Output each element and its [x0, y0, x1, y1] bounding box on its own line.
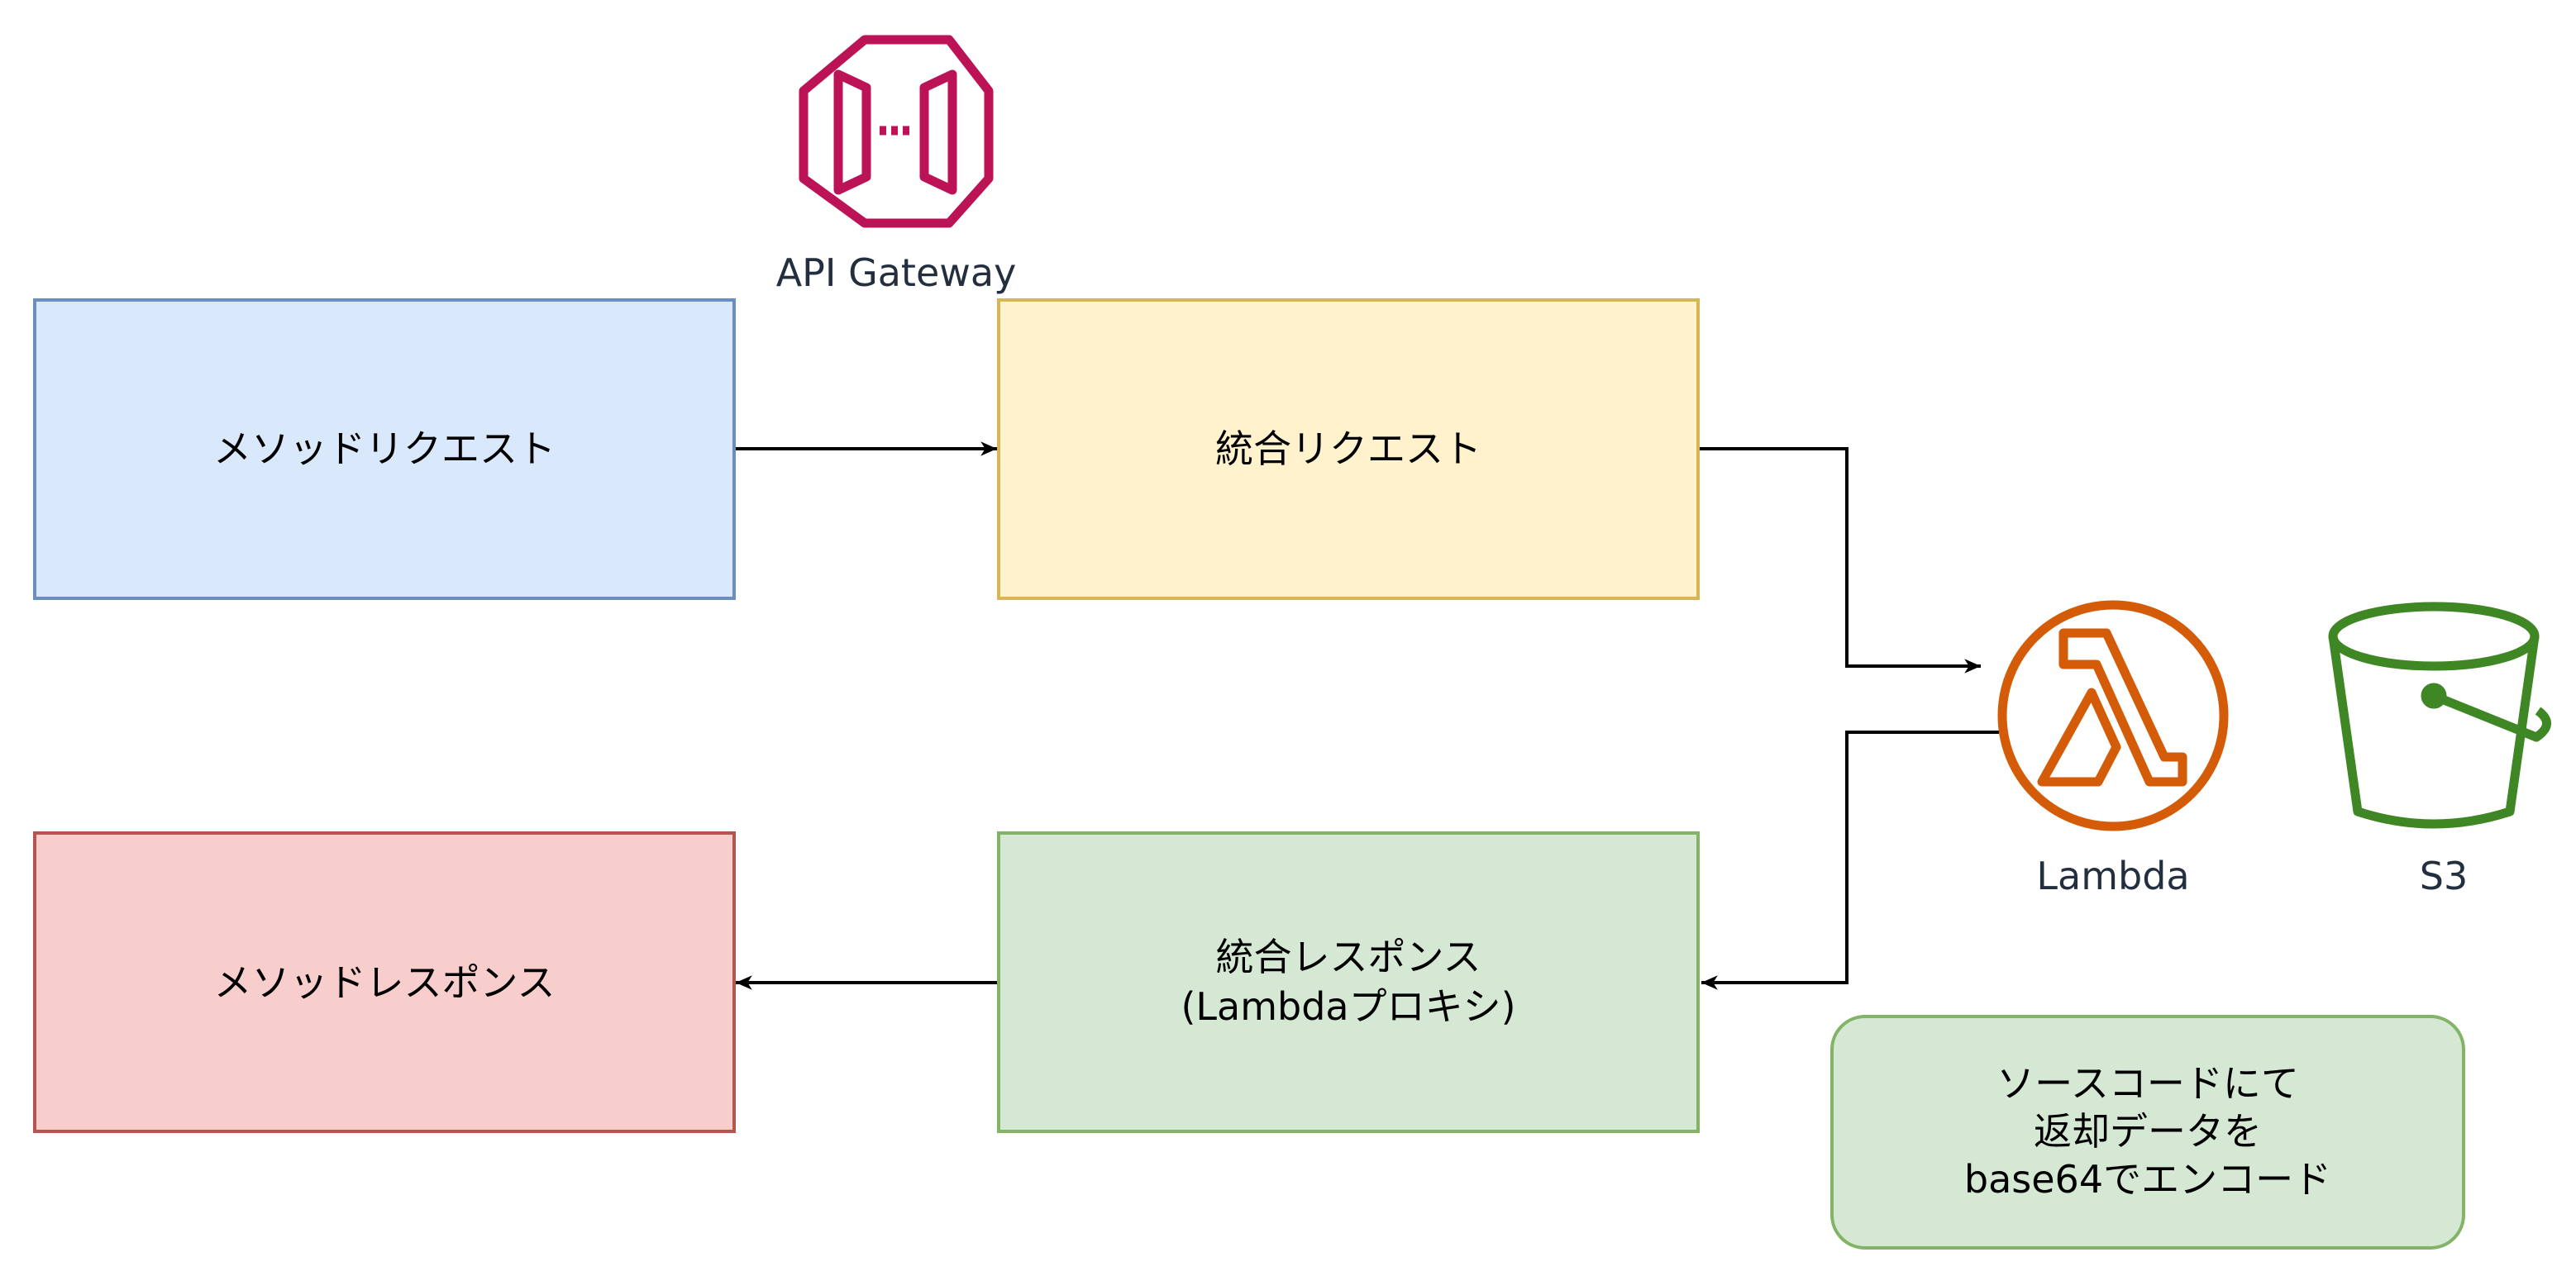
- integration-request-box[interactable]: 統合リクエスト: [997, 298, 1700, 600]
- s3-bucket-icon: [2328, 602, 2551, 829]
- api-gateway-icon: [799, 35, 994, 228]
- lambda-label: Lambda: [2036, 854, 2189, 898]
- note-line1: ソースコードにて: [1996, 1061, 2299, 1106]
- integration-response-label-line2: (Lambdaプロキシ): [1181, 984, 1515, 1029]
- lambda-icon: [1997, 600, 2229, 831]
- api-gateway-node[interactable]: API Gateway: [776, 35, 1017, 295]
- connectors: [734, 441, 1999, 990]
- note-box[interactable]: ソースコードにて 返却データを base64でエンコード: [1830, 1015, 2465, 1250]
- api-gateway-label: API Gateway: [776, 250, 1017, 295]
- integration-response-label-line1: 統合レスポンス: [1215, 935, 1481, 979]
- integration-request-label: 統合リクエスト: [1215, 426, 1481, 471]
- method-response-label: メソッドレスポンス: [213, 960, 555, 1005]
- lambda-node[interactable]: Lambda: [1997, 600, 2229, 898]
- note-line3: base64でエンコード: [1964, 1157, 2331, 1202]
- method-response-box[interactable]: メソッドレスポンス: [33, 831, 736, 1133]
- integration-response-box[interactable]: 統合レスポンス (Lambdaプロキシ): [997, 831, 1700, 1133]
- method-request-label: メソッドリクエスト: [213, 426, 556, 471]
- edge-integration-request-to-lambda[interactable]: [1698, 447, 1981, 674]
- edge-lambda-to-integration-response[interactable]: [1701, 731, 1999, 990]
- s3-label: S3: [2420, 854, 2468, 898]
- note-line2: 返却データを: [2034, 1109, 2262, 1154]
- method-request-box[interactable]: メソッドリクエスト: [33, 298, 736, 600]
- s3-node[interactable]: S3: [2328, 602, 2551, 898]
